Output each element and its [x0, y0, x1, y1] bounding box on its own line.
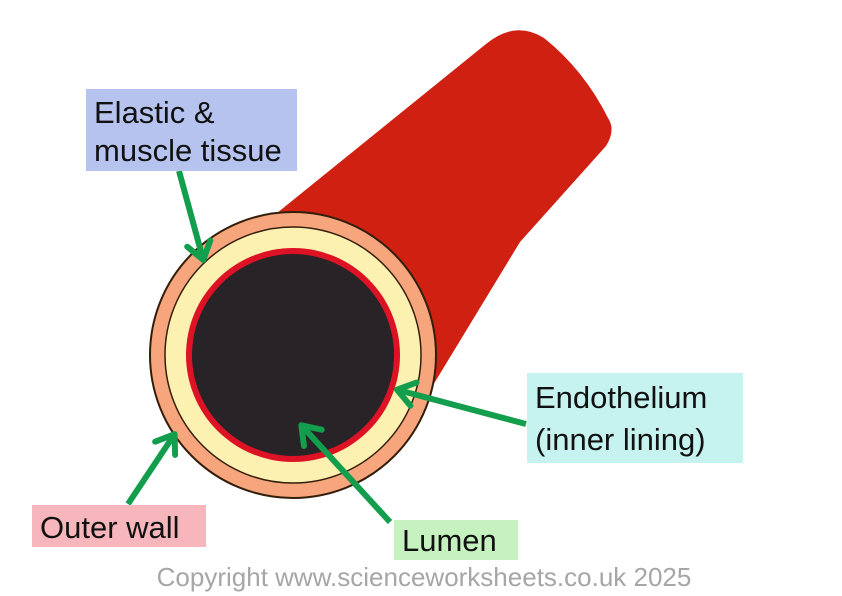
elastic-muscle-arrow [176, 170, 214, 263]
copyright-text: Copyright www.scienceworksheets.co.uk 20… [157, 562, 692, 592]
label-elastic-muscle: Elastic & muscle tissue [86, 89, 297, 171]
label-lumen-bg [394, 520, 518, 560]
label-lumen-text: Lumen [402, 523, 497, 558]
endothelium-arrow [394, 379, 527, 427]
outer-ring-outline [149, 211, 437, 499]
lumen-core [192, 254, 394, 456]
label-outer-wall-text: Outer wall [40, 510, 180, 545]
label-elastic-muscle-line1: Elastic & [94, 95, 215, 130]
label-endothelium: Endothelium (inner lining) [527, 373, 743, 463]
label-outer-wall-bg [32, 505, 206, 547]
lumen-arrow [298, 422, 393, 525]
muscle-ring-outline [164, 226, 422, 484]
label-elastic-muscle-bg [86, 89, 297, 171]
label-outer-wall: Outer wall [32, 505, 206, 547]
outer-wall-arrow [125, 431, 179, 506]
label-elastic-muscle-line2: muscle tissue [94, 133, 282, 168]
label-endothelium-bg [527, 373, 743, 463]
label-endothelium-line2: (inner lining) [535, 422, 706, 457]
label-lumen: Lumen [394, 520, 518, 560]
label-endothelium-line1: Endothelium [535, 380, 707, 415]
